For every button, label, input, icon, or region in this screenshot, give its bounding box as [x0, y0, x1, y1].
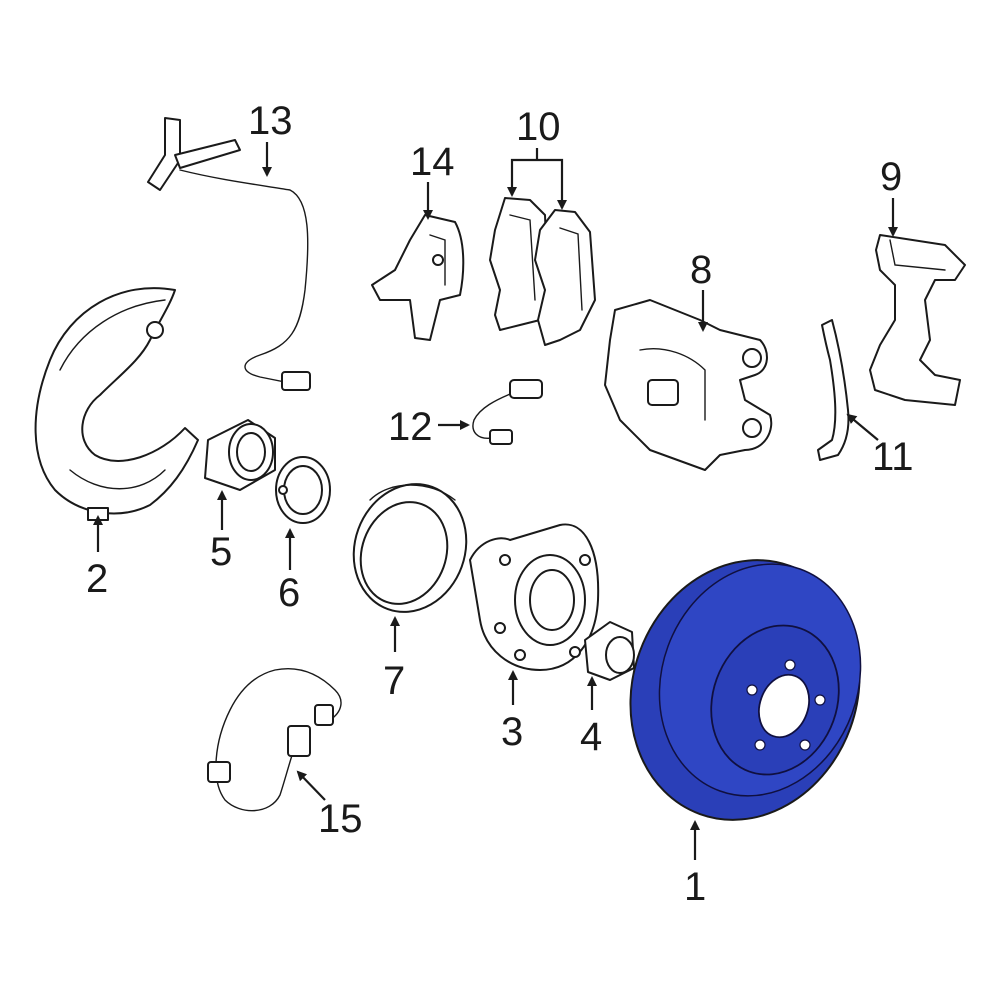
callout-4: 4 — [580, 715, 602, 759]
callout-8: 8 — [690, 248, 712, 292]
pad-clip-part[interactable] — [371, 214, 465, 341]
rotor-bolt-hole — [814, 694, 826, 706]
caliper-part[interactable] — [604, 299, 773, 471]
callout-10: 10 — [516, 105, 561, 149]
callout-5: 5 — [210, 530, 232, 574]
caliper-bracket-part[interactable] — [869, 234, 966, 406]
splash-shield-part[interactable] — [34, 287, 199, 521]
leader-10b — [537, 158, 567, 210]
rotor-bolt-hole — [754, 739, 766, 751]
callout-11: 11 — [872, 435, 914, 479]
caliper-clip-part[interactable] — [817, 319, 850, 461]
leader-11 — [846, 413, 879, 441]
callout-2: 2 — [86, 557, 108, 601]
callout-9: 9 — [880, 155, 902, 199]
rotor-bolt-hole — [784, 659, 796, 671]
wheel-bearing-part[interactable] — [204, 419, 276, 491]
callout-13: 13 — [248, 99, 293, 143]
wear-sensor-part[interactable] — [147, 117, 311, 391]
callout-3: 3 — [501, 710, 523, 754]
callout-14: 14 — [410, 140, 455, 184]
leader-15 — [296, 770, 326, 801]
brake-rotor-part[interactable] — [595, 528, 896, 853]
leader-10a — [507, 158, 537, 197]
callout-7: 7 — [383, 659, 405, 703]
brake-pads-part[interactable] — [489, 197, 596, 346]
callout-12: 12 — [388, 405, 433, 449]
callout-6: 6 — [278, 571, 300, 615]
callout-1: 1 — [684, 865, 706, 909]
pad-sensor-part[interactable] — [472, 379, 543, 445]
callout-15: 15 — [318, 797, 363, 841]
rotor-bolt-hole — [799, 739, 811, 751]
hub-part[interactable] — [469, 523, 600, 671]
rotor-bore — [758, 673, 810, 739]
rotor-bolt-hole — [746, 684, 758, 696]
seal-part[interactable] — [275, 456, 331, 524]
abs-sensor-part[interactable] — [207, 668, 342, 812]
seal-ring-part[interactable] — [336, 468, 484, 628]
